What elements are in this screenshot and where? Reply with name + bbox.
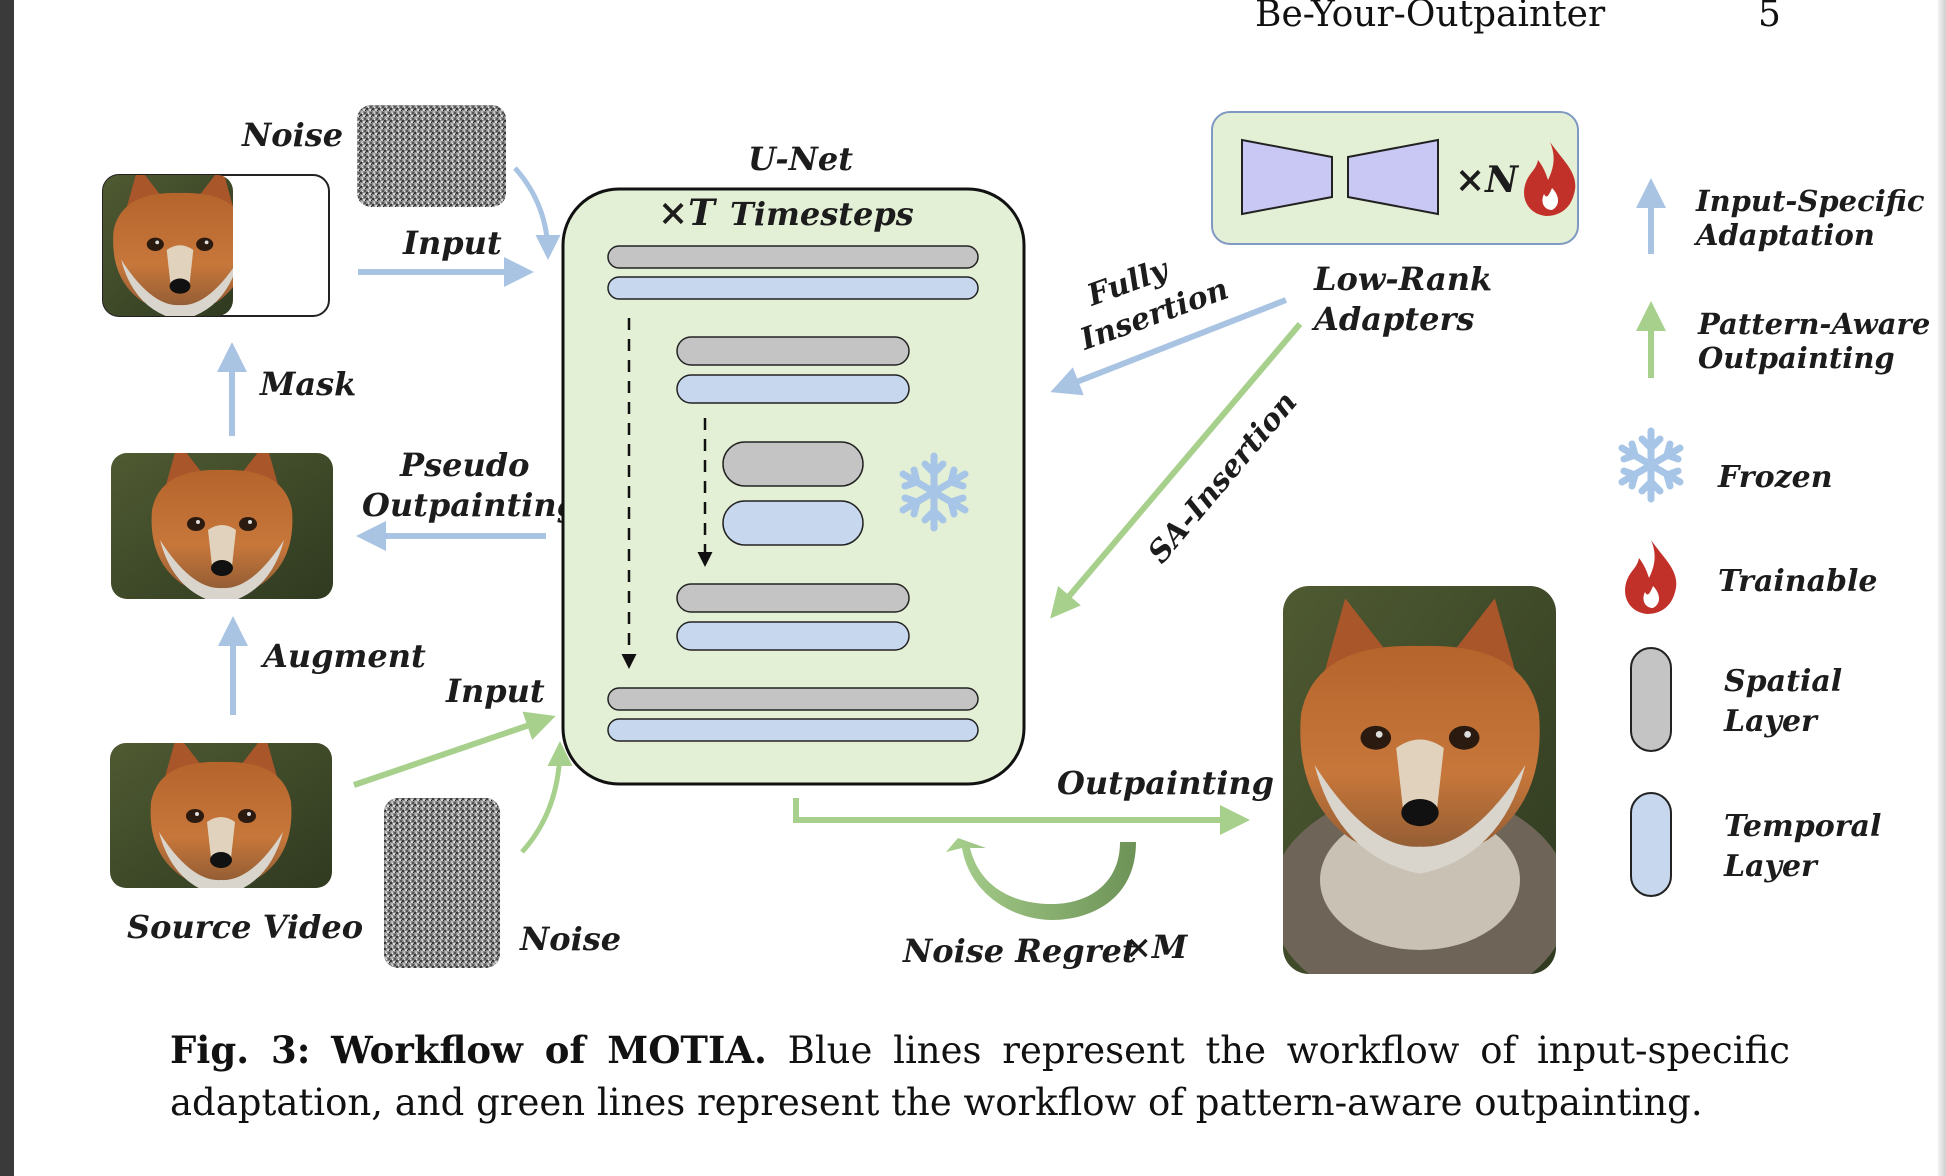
page-edge-right: [1938, 0, 1946, 1176]
running-title: Be-Your-Outpainter: [1255, 0, 1606, 35]
label-input-top: Input: [402, 224, 502, 262]
unet-temporal-layer-3: [722, 500, 864, 546]
caption-fig-title: Workflow of MOTIA.: [331, 1028, 767, 1072]
arrow-sa-insertion: [1050, 322, 1303, 619]
legend-isa-1: Input-Specific: [1695, 184, 1925, 218]
legend-snowflake-icon: [1618, 427, 1684, 503]
noise-block-bottom: [384, 798, 500, 968]
label-times-t: ×T: [658, 192, 717, 234]
figure-caption: Fig. 3: Workflow of MOTIA. Blue lines re…: [170, 1024, 1790, 1129]
arrow-noise-top: [513, 166, 561, 260]
unet-temporal-layer-4: [676, 621, 910, 651]
flame-icon: [1524, 142, 1576, 216]
legend-spatial-2: Layer: [1723, 704, 1819, 739]
unet-spatial-layer-4: [676, 583, 910, 613]
label-noise-bottom: Noise: [519, 920, 621, 958]
noise-regret-loop: [946, 838, 1136, 920]
label-augment: Augment: [260, 637, 426, 675]
output-video-frame: [1283, 586, 1556, 974]
caption-text: Blue lines represent the workflow of inp…: [170, 1029, 1791, 1124]
unet-spatial-layer-2: [676, 336, 910, 366]
snowflake-icon: [899, 452, 969, 532]
legend-spatial-1: Spatial: [1724, 664, 1842, 699]
unet-spatial-layer-3: [722, 441, 864, 487]
legend-trainable: Trainable: [1718, 564, 1878, 599]
arrow-fully-insertion: [1050, 297, 1288, 396]
label-lora-2: Adapters: [1311, 300, 1474, 338]
source-video-frame: [110, 743, 332, 888]
label-noise-regret: Noise Regret: [902, 932, 1137, 970]
lora-down-projection: [1241, 138, 1333, 216]
workflow-figure: Noise Input Mask Pseudo Outpainting Augm…: [102, 105, 1930, 974]
page-edge-left: [0, 0, 14, 1176]
legend-isa-2: Adaptation: [1693, 218, 1875, 252]
arrow-noise-bottom: [520, 741, 573, 854]
label-input-bottom: Input: [445, 672, 545, 710]
label-unet: U-Net: [748, 140, 853, 178]
legend-pao-2: Outpainting: [1698, 341, 1895, 375]
unet-temporal-layer-1: [607, 276, 979, 300]
unet-temporal-layer-2: [676, 374, 910, 404]
page-header: Be-Your-Outpainter 5: [0, 0, 1946, 40]
label-noise-top: Noise: [241, 116, 343, 154]
label-pseudo-1: Pseudo: [399, 446, 529, 484]
label-timesteps: Timesteps: [730, 195, 914, 233]
unet-temporal-layer-5: [607, 718, 979, 742]
legend-frozen: Frozen: [1717, 460, 1833, 495]
label-mask: Mask: [259, 365, 356, 403]
label-lora-1: Low-Rank: [1313, 260, 1492, 298]
pseudo-outpainting-frame: [111, 453, 333, 599]
legend-temporal-swatch: [1630, 792, 1672, 897]
label-pseudo-2: Outpainting: [362, 486, 579, 524]
masked-input-frame: [102, 174, 330, 317]
lora-up-projection: [1347, 138, 1439, 216]
noise-block-top: [357, 105, 506, 207]
label-outpainting: Outpainting: [1057, 764, 1274, 802]
unet-spatial-layer-1: [607, 245, 979, 269]
label-source-video: Source Video: [127, 908, 363, 946]
arrow-outpainting: [793, 798, 1250, 835]
legend-temporal-1: Temporal: [1724, 809, 1881, 844]
legend-pao-1: Pattern-Aware: [1697, 307, 1930, 341]
legend-temporal-2: Layer: [1723, 849, 1819, 884]
legend-spatial-swatch: [1630, 647, 1672, 752]
caption-fig-label: Fig. 3:: [170, 1028, 311, 1072]
legend-flame-icon: [1625, 540, 1677, 614]
label-times-m: ×M: [1125, 928, 1189, 966]
arrow-input-bottom: [353, 711, 556, 788]
unet-spatial-layer-5: [607, 687, 979, 711]
page-number: 5: [1758, 0, 1781, 35]
label-times-n: ×N: [1455, 159, 1520, 201]
